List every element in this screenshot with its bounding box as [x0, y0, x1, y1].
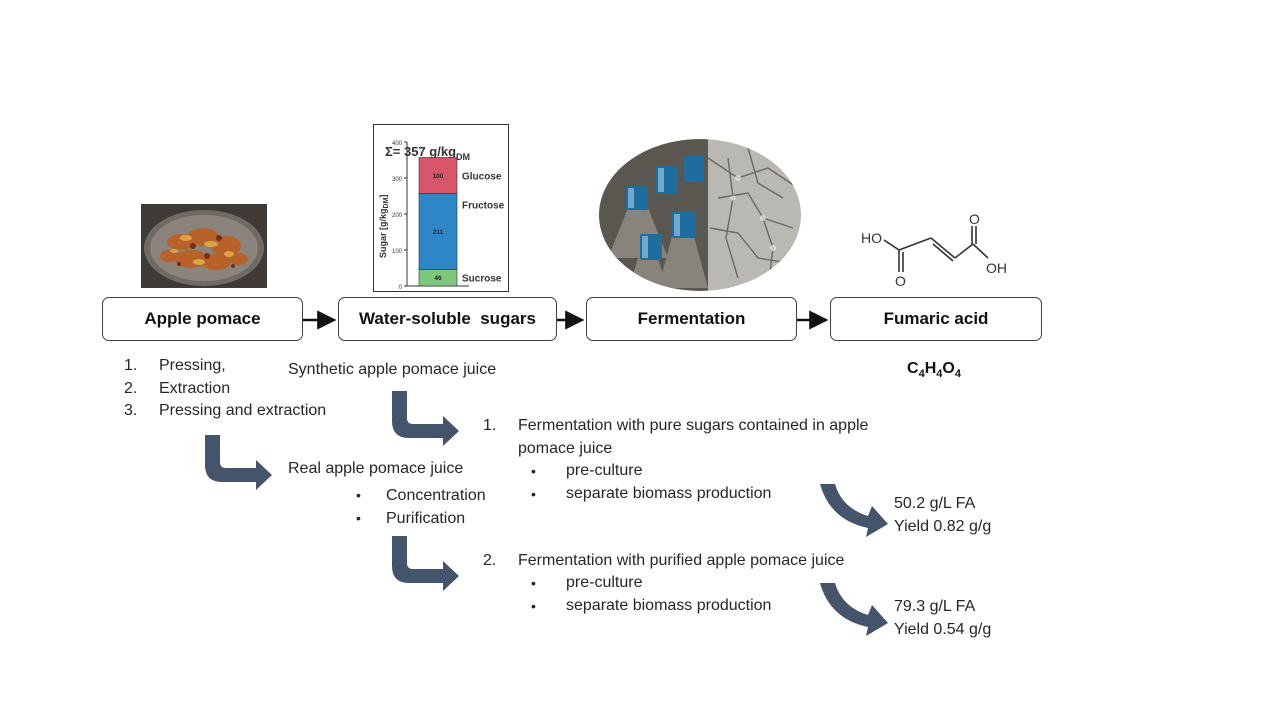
synthetic-juice-label: Synthetic apple pomace juice	[288, 361, 497, 378]
fermentation-1-line2: pomace juice	[518, 440, 613, 457]
oh-right-label: OH	[986, 260, 1007, 276]
bar-value-label: 211	[433, 229, 444, 236]
fumaric-acid-box: Fumaric acid	[830, 297, 1042, 341]
method-number: 1.	[124, 357, 138, 374]
y-tick-label: 400	[392, 141, 403, 147]
bullet: •	[531, 463, 536, 479]
apple-pomace-photo	[141, 204, 267, 288]
fermentation-1-yield: Yield 0.82 g/g	[894, 518, 992, 535]
fermentation-1-line1: Fermentation with pure sugars contained …	[518, 417, 869, 434]
curved-arrow-icon	[205, 435, 272, 490]
o-bottom-label: O	[895, 273, 906, 289]
bullet: •	[531, 575, 536, 591]
fumaric-acid-label: Fumaric acid	[883, 309, 989, 328]
series-label: Sucrose	[462, 274, 502, 285]
fermentation-1-item: separate biomass production	[566, 485, 772, 502]
ylabel: Sugar [g/kg	[378, 208, 388, 258]
apple-pomace-box: Apple pomace	[102, 297, 303, 341]
sum-sub: DM	[456, 152, 470, 162]
method-label: Pressing,	[159, 357, 226, 374]
fermentation-2-line1: Fermentation with purified apple pomace …	[518, 552, 845, 569]
fermentation-2-yield: Yield 0.54 g/g	[894, 621, 992, 638]
bullet: •	[531, 598, 536, 614]
y-tick-label: 200	[392, 213, 403, 219]
molecular-formula: C4H4O4	[907, 360, 961, 381]
fermentation-photo	[598, 138, 802, 292]
fermentation-label: Fermentation	[637, 309, 746, 328]
fumaric-acid-structure: HO O O OH	[855, 210, 1025, 296]
curved-arrow-icon	[820, 583, 888, 636]
water-soluble-sugars-label: Water-soluble sugars	[359, 309, 536, 328]
bar-value-label: 100	[433, 173, 444, 180]
svg-text:Sugar [g/kgDM]: Sugar [g/kgDM]	[378, 195, 390, 258]
svg-text:Σ= 357 g/kgDM: Σ= 357 g/kgDM	[385, 144, 470, 162]
real-juice-label: Real apple pomace juice	[288, 460, 464, 477]
o-top-label: O	[969, 211, 980, 227]
fermentation-2-concentration: 79.3 g/L FA	[894, 598, 976, 615]
water-soluble-sugars-box: Water-soluble sugars	[338, 297, 557, 341]
bar-segment-glucose	[418, 157, 458, 194]
real-juice-step: Purification	[386, 510, 466, 527]
series-label: Glucose	[462, 171, 502, 182]
sum-label: Σ= 357 g/kg	[385, 144, 456, 159]
method-label: Extraction	[159, 380, 231, 397]
bar-segment-fructose	[418, 193, 458, 270]
fermentation-2-item: separate biomass production	[566, 597, 772, 614]
curved-arrow-icon	[820, 484, 888, 537]
curved-arrow-icon	[392, 536, 459, 591]
y-tick-label: 300	[392, 177, 403, 183]
fermentation-1-number: 1.	[483, 417, 497, 434]
ylabel-end: ]	[378, 195, 388, 198]
fermentation-1-item: pre-culture	[566, 462, 643, 479]
bullet: •	[356, 510, 361, 526]
bar-value-label: 46	[434, 275, 442, 282]
y-tick-label: 0	[399, 285, 403, 291]
method-number: 2.	[124, 380, 138, 397]
bullet: •	[356, 487, 361, 503]
fermentation-box: Fermentation	[586, 297, 797, 341]
fermentation-2-number: 2.	[483, 552, 497, 569]
ho-left-label: HO	[861, 230, 882, 246]
real-juice-step: Concentration	[386, 487, 486, 504]
curved-arrow-icon	[392, 391, 459, 446]
method-number: 3.	[124, 402, 138, 419]
bullet: •	[531, 486, 536, 502]
ylabel-sub: DM	[383, 197, 390, 208]
y-tick-label: 100	[392, 249, 403, 255]
sugar-chart-svg: Σ= 357 g/kgDM Sugar [g/kgDM] 01002003004…	[373, 124, 509, 292]
method-label: Pressing and extraction	[159, 402, 327, 419]
fermentation-1-concentration: 50.2 g/L FA	[894, 495, 976, 512]
apple-pomace-label: Apple pomace	[144, 309, 261, 328]
series-label: Fructose	[462, 200, 505, 211]
fermentation-2-item: pre-culture	[566, 574, 643, 591]
